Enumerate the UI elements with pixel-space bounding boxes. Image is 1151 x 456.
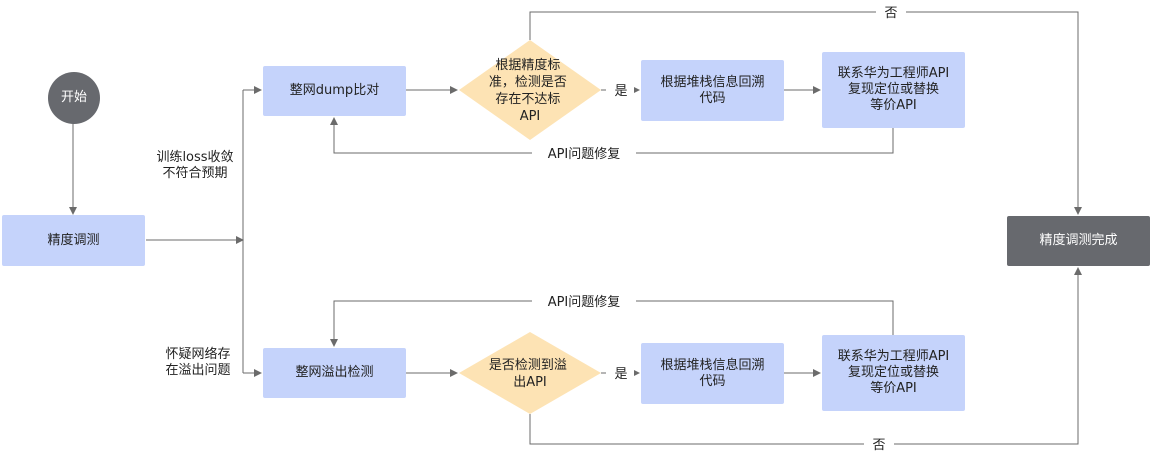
contact-engineer-bottom-label: 联系华为工程师API 复现定位或替换 等价API: [837, 349, 950, 396]
precision-tuning-label: 精度调测: [47, 232, 100, 248]
decision-dump-text: 根据精度标 准，检测是否 存在不达标 API: [489, 57, 571, 124]
connector-overflow-no-to-done: [529, 267, 1082, 445]
dump-compare-node: 整网dump比对: [263, 66, 406, 116]
label-yes-bottom: 是: [614, 367, 627, 382]
label-api-fix-top: API问题修复: [548, 147, 621, 162]
decision-dump-diamond: [459, 40, 601, 140]
start-label: 开始: [60, 90, 87, 105]
decision-dump-line: API: [520, 109, 541, 124]
overflow-detect-node: 整网溢出检测: [263, 348, 406, 398]
trace-code-bottom-node: 根据堆栈信息回溯 代码: [641, 343, 784, 404]
decision-overflow-text: 是否检测到溢 出API: [489, 358, 571, 390]
connector-decision-no-to-done: [529, 11, 1082, 215]
label-no-top: 否: [884, 6, 897, 21]
label-api-fix-bottom: API问题修复: [548, 295, 621, 310]
decision-dump-line: 准，检测是否: [489, 75, 567, 90]
loss-condition-label: 训练loss收敛 不符合预期: [156, 150, 234, 181]
decision-overflow-diamond: [459, 332, 601, 414]
trace-code-bottom-label: 根据堆栈信息回溯 代码: [660, 357, 765, 389]
decision-overflow-line: 是否检测到溢: [489, 358, 567, 373]
contact-engineer-bottom-node: 联系华为工程师API 复现定位或替换 等价API: [822, 335, 965, 411]
precision-tuning-node: 精度调测: [2, 215, 145, 266]
decision-dump-line: 根据精度标: [495, 57, 560, 73]
overflow-detect-label: 整网溢出检测: [295, 365, 374, 380]
dump-compare-label: 整网dump比对: [289, 83, 380, 98]
decision-overflow-line: 出API: [513, 375, 547, 390]
contact-engineer-top-node: 联系华为工程师API 复现定位或替换 等价API: [822, 52, 965, 128]
decision-dump-line: 存在不达标: [495, 92, 560, 107]
contact-engineer-top-label: 联系华为工程师API 复现定位或替换 等价API: [837, 66, 950, 113]
overflow-condition-label: 怀疑网络存 在溢出问题: [165, 347, 231, 378]
trace-code-top-node: 根据堆栈信息回溯 代码: [641, 60, 784, 121]
done-label: 精度调测完成: [1039, 233, 1118, 248]
label-yes-top: 是: [614, 84, 627, 99]
done-node: 精度调测完成: [1007, 216, 1150, 266]
trace-code-top-label: 根据堆栈信息回溯 代码: [660, 74, 765, 106]
label-no-bottom: 否: [872, 438, 885, 453]
start-node: 开始: [48, 72, 100, 124]
